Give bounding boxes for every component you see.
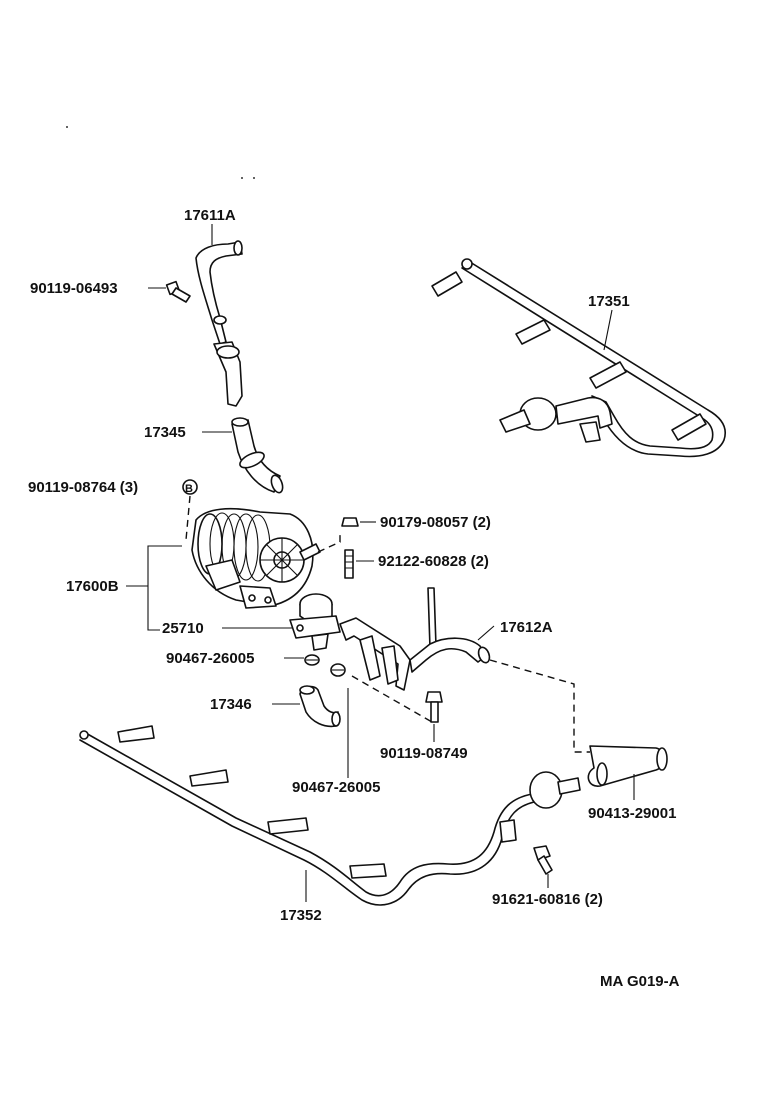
diagram-code: MA G019-A xyxy=(600,973,680,990)
clamp-90467-26005-a[interactable] xyxy=(304,654,320,666)
leader-17351 xyxy=(603,309,613,351)
nut-90179-08057[interactable] xyxy=(341,517,359,527)
speck xyxy=(241,177,243,179)
dashed-link-bolt xyxy=(351,675,433,723)
valve-25710[interactable] xyxy=(289,593,341,651)
bolt-91621-60816[interactable] xyxy=(533,845,553,875)
label-92122-60828: 92122-60828 (2) xyxy=(378,553,489,570)
hose-17345[interactable] xyxy=(231,417,285,494)
label-90467-26005-b: 90467-26005 xyxy=(292,779,380,796)
speck xyxy=(253,177,255,179)
label-17345: 17345 xyxy=(144,424,186,441)
label-91621-60816: 91621-60816 (2) xyxy=(492,891,603,908)
dashed-link-b xyxy=(185,495,191,541)
manifold-17352[interactable] xyxy=(79,725,581,906)
leader-17612A xyxy=(477,625,495,641)
clamp-90467-26005-b[interactable] xyxy=(330,663,346,677)
label-90119-06493: 90119-06493 xyxy=(30,280,118,297)
dashed-link-stud xyxy=(317,532,341,553)
hose-90413-29001[interactable] xyxy=(587,745,668,787)
pipe-17612A[interactable] xyxy=(339,587,491,691)
label-17346: 17346 xyxy=(210,696,252,713)
label-25710: 25710 xyxy=(162,620,204,637)
label-17612A: 17612A xyxy=(500,619,553,636)
stud-92122-60828[interactable] xyxy=(344,549,354,579)
hose-17346[interactable] xyxy=(299,685,341,728)
dashed-link-90413 xyxy=(489,659,590,753)
bolt-90119-06493[interactable] xyxy=(165,280,191,303)
bracket-17600B xyxy=(147,545,182,631)
label-90179-08057: 90179-08057 (2) xyxy=(380,514,491,531)
label-17600B: 17600B xyxy=(66,578,119,595)
label-90413-29001: 90413-29001 xyxy=(588,805,676,822)
air-pump-17600B[interactable] xyxy=(191,507,321,609)
bolt-90119-08749[interactable] xyxy=(425,691,443,723)
label-90467-26005-a: 90467-26005 xyxy=(166,650,254,667)
pipe-17611A[interactable] xyxy=(195,240,243,407)
marker-b xyxy=(182,479,198,495)
label-90119-08749: 90119-08749 xyxy=(380,745,468,762)
marker-b-letter: B xyxy=(185,483,193,495)
label-17351: 17351 xyxy=(588,293,630,310)
label-17611A: 17611A xyxy=(184,207,236,224)
manifold-17351[interactable] xyxy=(431,258,726,458)
label-17352: 17352 xyxy=(280,907,322,924)
label-90119-08764: 90119-08764 (3) xyxy=(28,479,138,496)
speck xyxy=(66,126,68,128)
